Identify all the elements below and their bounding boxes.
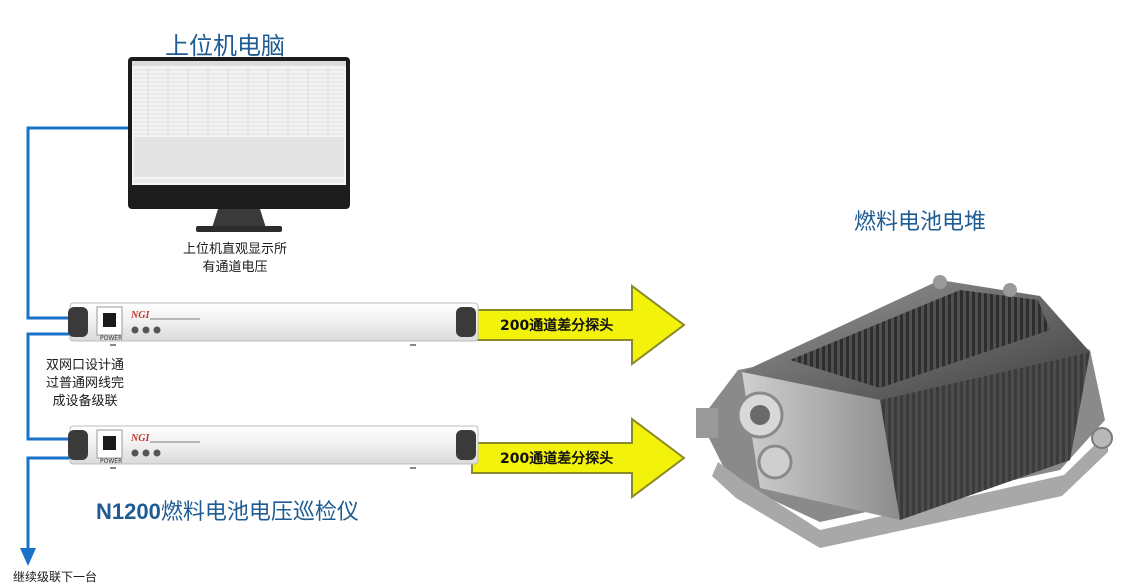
computer-caption-line-2: 有通道电压	[202, 260, 268, 275]
network-links	[26, 126, 130, 552]
device-1-power-label: POWER	[100, 335, 122, 342]
rack-device-1	[68, 302, 479, 346]
fuel-cell-stack-image	[696, 275, 1113, 548]
computer-monitor	[128, 57, 350, 232]
cascade-note-line-2: 过普通网线完	[45, 376, 124, 391]
cascade-note-line-1: 双网口设计通	[45, 358, 124, 373]
cascade-note: 双网口设计通 过普通网线完 成设备级联	[30, 357, 140, 411]
product-title: N1200燃料电池电压巡检仪	[96, 494, 496, 526]
product-name: 燃料电池电压巡检仪	[160, 500, 359, 525]
screen-data-table	[134, 68, 344, 136]
link-device2-to-next	[26, 456, 72, 552]
link-pc-to-device1	[26, 126, 130, 320]
next-device-note: 继续级联下一台	[12, 570, 97, 584]
device-2-brand: NGI	[130, 433, 150, 444]
probe-label-1: 200通道差分探头	[500, 317, 613, 334]
probe-label-2: 200通道差分探头	[500, 450, 613, 467]
fuel-cell-title: 燃料电池电堆	[853, 210, 986, 235]
link-down-arrowhead	[20, 548, 36, 566]
rack-device-2	[68, 425, 479, 469]
product-model: N1200	[96, 499, 161, 524]
probe-arrow-1	[471, 284, 686, 366]
computer-title: 上位机电脑	[165, 32, 285, 60]
computer-caption: 上位机直观显示所 有通道电压	[150, 241, 320, 277]
probe-arrow-2	[471, 417, 686, 499]
link-device1-to-device2	[26, 332, 72, 441]
device-1-brand: NGI	[130, 310, 150, 321]
computer-caption-line-1: 上位机直观显示所	[182, 242, 287, 257]
device-2-power-label: POWER	[100, 458, 122, 465]
cascade-note-line-3: 成设备级联	[52, 394, 118, 409]
